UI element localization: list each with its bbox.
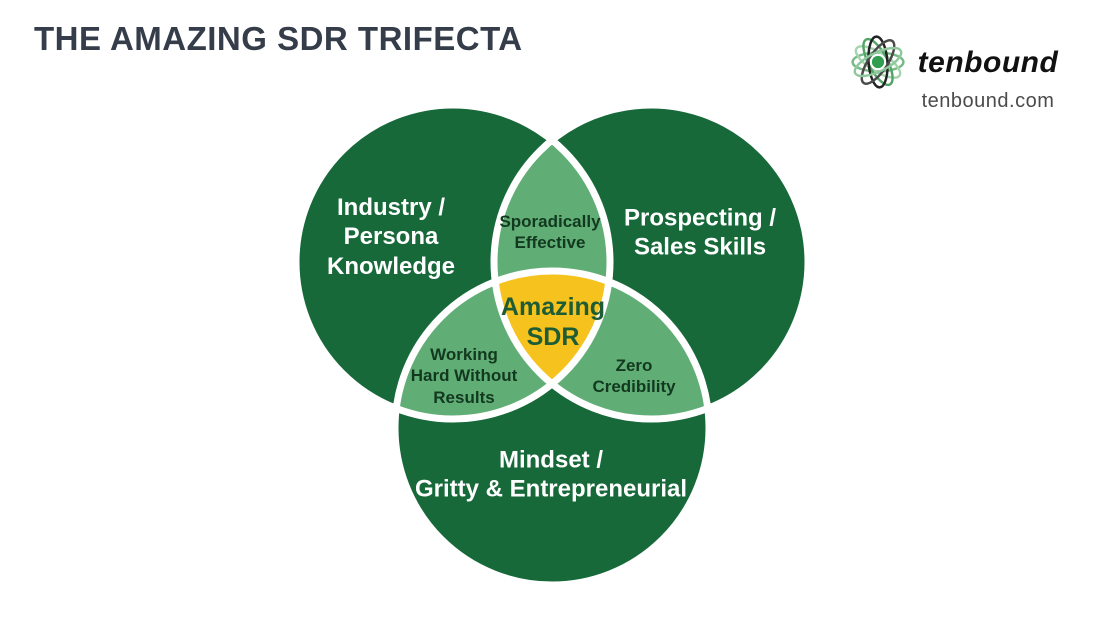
label-working-hard: Working Hard Without Results — [410, 345, 518, 407]
lens-industry-mindset — [395, 271, 610, 419]
label-mindset-circle: Mindset / Gritty & Entrepreneurial — [414, 446, 688, 503]
brand-name: tenbound — [917, 46, 1059, 79]
atom-icon — [851, 35, 905, 89]
label-zero-credibility: Zero Credibility — [592, 355, 676, 396]
label-amazing-sdr: Amazing SDR — [500, 293, 606, 351]
outline-mindset — [391, 267, 713, 589]
lens-prospecting-mindset — [494, 271, 709, 419]
label-industry-circle: Industry / Persona Knowledge — [326, 194, 456, 280]
label-sporadically-effective: Sporadically Effective — [499, 211, 601, 252]
label-prospecting-circle: Prospecting / Sales Skills — [623, 204, 777, 261]
outline-industry — [292, 101, 614, 423]
website-text: tenbound.com — [921, 90, 1055, 112]
page-title: THE AMAZING SDR TRIFECTA — [34, 20, 523, 57]
tenbound-logo: tenbound tenbound.com — [846, 28, 1076, 118]
outline-prospecting — [490, 101, 812, 423]
